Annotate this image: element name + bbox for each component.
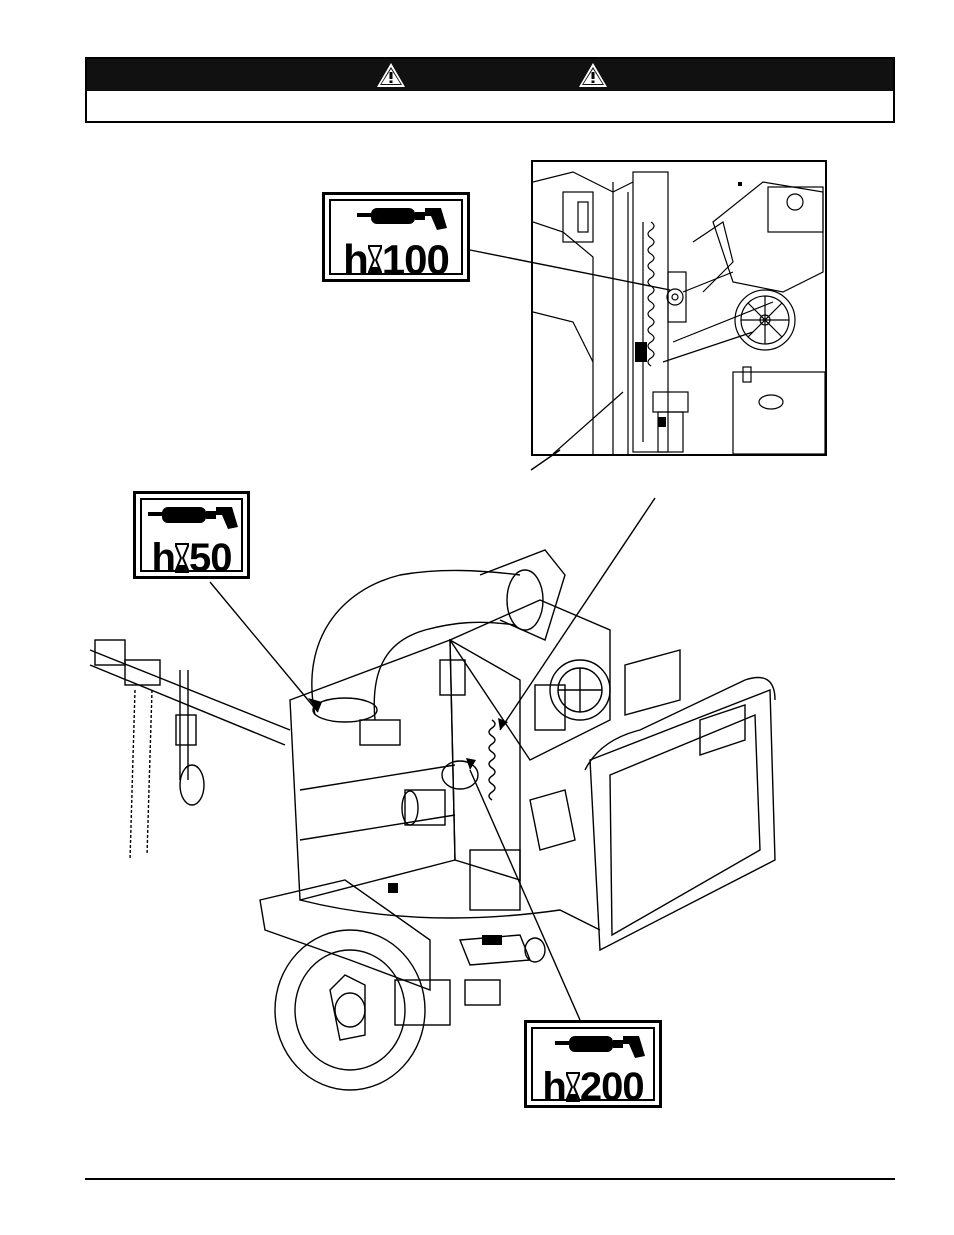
lube-interval-label-200: h 200	[524, 1020, 662, 1108]
warning-header-bar	[87, 59, 893, 91]
hour-prefix: h	[542, 1065, 566, 1109]
hourglass-icon	[174, 543, 189, 573]
engine-detail-drawing	[533, 171, 825, 454]
grease-gun-icon	[555, 1036, 645, 1058]
warning-triangle-icon	[376, 62, 406, 88]
hourglass-icon	[565, 1072, 580, 1102]
hour-prefix: h	[343, 236, 369, 283]
lube-interval-label-50: h 50	[133, 491, 250, 579]
grease-gun-icon	[148, 507, 238, 529]
footer-rule	[85, 1178, 895, 1180]
hourglass-icon	[367, 245, 382, 275]
warning-triangle-icon	[578, 62, 608, 88]
lube-interval-label-100: h 100	[322, 192, 470, 282]
leader-line-200	[469, 769, 581, 1021]
interval-hours: 200	[579, 1065, 645, 1109]
leader-line-upper	[499, 497, 656, 731]
leader-line-50	[209, 581, 319, 713]
hour-prefix: h	[151, 536, 176, 580]
engine-detail-inset	[531, 160, 827, 456]
warning-box	[85, 57, 895, 123]
interval-hours: 50	[188, 536, 232, 580]
grease-gun-icon	[357, 208, 447, 230]
interval-hours: 100	[381, 236, 450, 283]
